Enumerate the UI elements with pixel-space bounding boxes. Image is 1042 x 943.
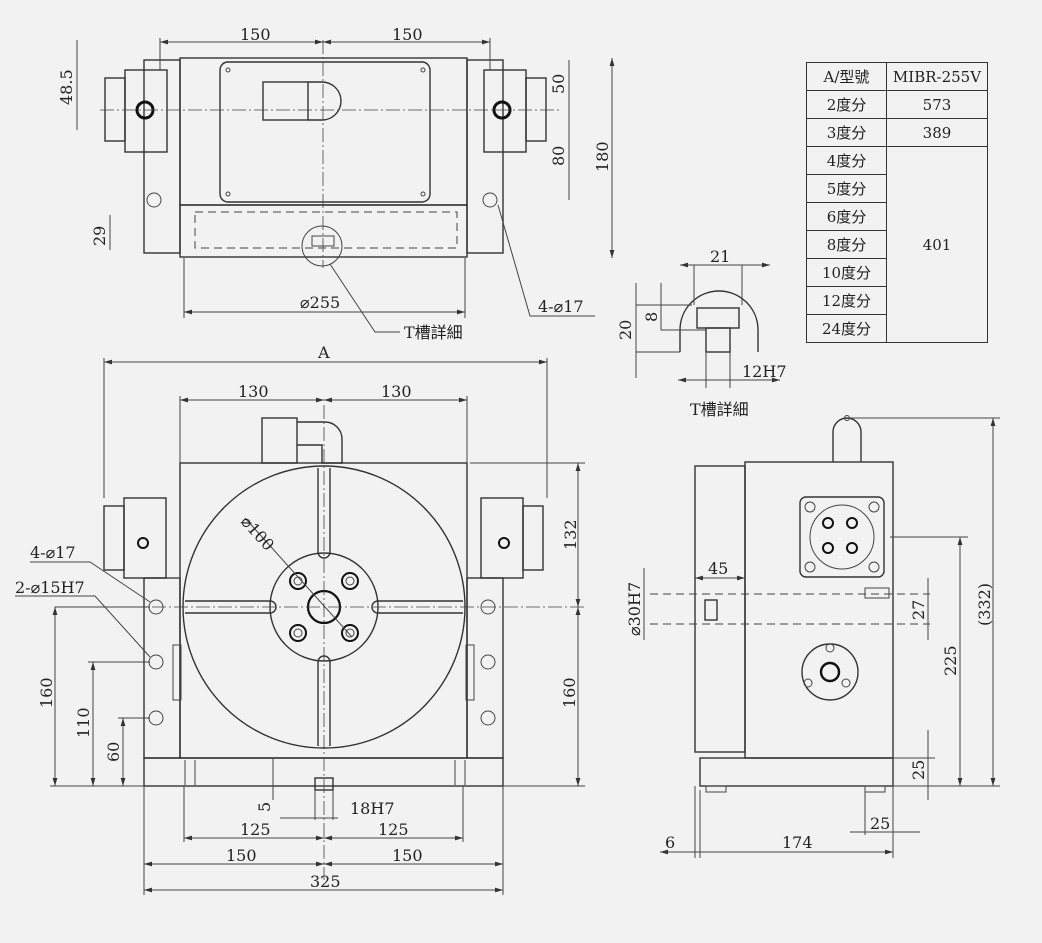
dim-48-5: 48.5 xyxy=(57,69,76,105)
tslot-caption: T槽詳細 xyxy=(690,400,749,419)
division-cell: 12度分 xyxy=(806,286,887,315)
dim-160-right: 160 xyxy=(560,677,579,708)
dim-top-150-right: 150 xyxy=(392,25,423,44)
dim-front-130-right: 130 xyxy=(381,382,412,401)
table-row: 5度分 xyxy=(806,174,988,203)
dim-29: 29 xyxy=(90,226,109,246)
dim-2-dia-15h7: 2-⌀15H7 xyxy=(15,578,85,597)
dim-325: 325 xyxy=(310,872,341,891)
table-row: 8度分 xyxy=(806,230,988,259)
table-row: 12度分 xyxy=(806,286,988,315)
front-view: A 130 130 ⌀100 132 4-⌀17 2-⌀15H7 160 110… xyxy=(15,343,585,895)
dim-tslot-12h7: 12H7 xyxy=(742,362,787,381)
header-model-name: MIBR-255V xyxy=(886,62,988,91)
dim-80: 80 xyxy=(549,146,568,166)
dim-front-150-right: 150 xyxy=(392,846,423,865)
side-view: 45 ⌀30H7 27 225 (332) 25 6 174 25 xyxy=(625,415,1000,858)
dim-tslot-20: 20 xyxy=(616,320,635,340)
dim-tslot-8: 8 xyxy=(642,312,661,322)
dim-dia-255: ⌀255 xyxy=(300,293,340,312)
value-cell: 389 xyxy=(886,118,988,147)
dim-50: 50 xyxy=(549,74,568,94)
division-cell: 4度分 xyxy=(806,146,887,175)
top-view: 150 150 48.5 50 80 180 29 ⌀255 4-⌀17 T槽詳… xyxy=(57,25,615,342)
division-cell: 6度分 xyxy=(806,202,887,231)
dim-side-25-vertical: 25 xyxy=(909,760,928,780)
dim-132: 132 xyxy=(561,519,580,550)
dim-4-dia-17-front: 4-⌀17 xyxy=(30,543,76,562)
dim-side-25-horizontal: 25 xyxy=(870,814,890,833)
table-row: 24度分 xyxy=(806,314,988,343)
dim-a: A xyxy=(317,343,330,362)
dim-174: 174 xyxy=(782,833,813,852)
dim-332-ref: (332) xyxy=(975,583,994,626)
table-row: 4度分 401 xyxy=(806,146,988,343)
table-row: 3度分 389 xyxy=(806,118,988,147)
callout-tslot-detail: T槽詳細 xyxy=(404,323,463,342)
division-cell: 10度分 xyxy=(806,258,887,287)
dim-225: 225 xyxy=(941,645,960,676)
dim-front-130-left: 130 xyxy=(238,382,269,401)
division-cell: 24度分 xyxy=(806,314,887,343)
division-cell: 2度分 xyxy=(806,90,887,119)
division-cell: 5度分 xyxy=(806,174,887,203)
dim-top-150-left: 150 xyxy=(240,25,271,44)
table-row: 6度分 xyxy=(806,202,988,231)
dim-dia-30h7: ⌀30H7 xyxy=(625,582,644,636)
header-model-label: A/型號 xyxy=(806,62,887,91)
dim-18h7: 18H7 xyxy=(350,799,395,818)
dim-160-left: 160 xyxy=(37,677,56,708)
dim-27: 27 xyxy=(909,600,928,620)
dim-60: 60 xyxy=(104,742,123,762)
dim-tslot-21: 21 xyxy=(710,247,730,266)
dim-4-dia-17-top: 4-⌀17 xyxy=(538,297,584,316)
dim-6: 6 xyxy=(665,833,675,852)
dim-45: 45 xyxy=(708,559,728,578)
dim-180: 180 xyxy=(593,141,612,172)
dim-front-150-left: 150 xyxy=(226,846,257,865)
tslot-detail: 21 20 8 12H7 T槽詳細 xyxy=(616,247,787,419)
division-cell: 8度分 xyxy=(806,230,887,259)
dim-110: 110 xyxy=(74,707,93,738)
value-cell-merged: 401 xyxy=(886,146,988,343)
table-row: 2度分 573 xyxy=(806,90,988,119)
spec-table: A/型號 MIBR-255V 2度分 573 3度分 389 4度分 401 5… xyxy=(806,62,988,343)
dim-125-right: 125 xyxy=(378,820,409,839)
division-cell: 3度分 xyxy=(806,118,887,147)
dim-125-left: 125 xyxy=(240,820,271,839)
dim-5: 5 xyxy=(255,802,274,812)
value-cell: 573 xyxy=(886,90,988,119)
spec-table-header: A/型號 MIBR-255V xyxy=(806,62,988,91)
